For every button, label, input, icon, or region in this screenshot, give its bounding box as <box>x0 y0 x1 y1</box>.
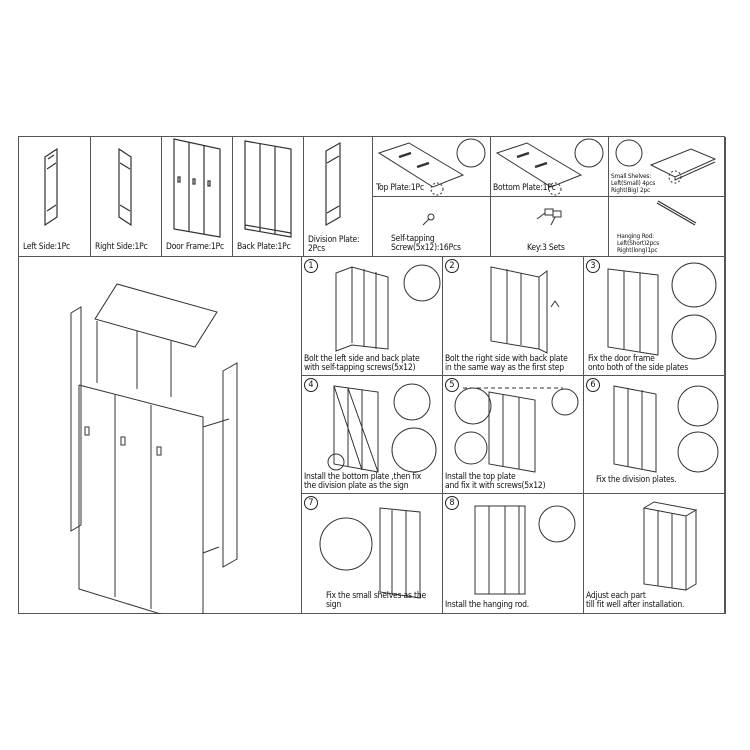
step-final: Adjust each part till fit well after ins… <box>584 494 726 614</box>
step-number: 3 <box>586 259 600 273</box>
back-plate-drawing <box>233 137 304 257</box>
step-text: Install the bottom plate ,then fix the d… <box>304 472 422 491</box>
part-small-shelves: Small Shelves: Left(Small) 4pcs Right(Bi… <box>609 137 726 197</box>
step-5: 5 Install the top plate and fix it with … <box>443 376 584 494</box>
step-7: 7 Fix the small shelves as the sign <box>302 494 443 614</box>
step-3: 3 Fix the door frame onto both of the si… <box>584 257 726 376</box>
step-text: Fix the small shelves as the sign <box>326 591 426 610</box>
right-side-panel-drawing <box>91 137 162 257</box>
part-label: Left Side:1Pc <box>23 242 70 252</box>
door-frame-drawing <box>162 137 233 257</box>
part-back-plate: Back Plate:1Pc <box>233 137 304 257</box>
assembly-instruction-sheet: Left Side:1Pc Right Side:1Pc Door Frame:… <box>18 136 726 614</box>
hanging-rod-drawing <box>609 197 726 257</box>
step-number: 1 <box>304 259 318 273</box>
step-text: Install the hanging rod. <box>445 600 530 610</box>
part-top-plate: Top Plate:1Pc <box>373 137 491 197</box>
part-label: Self-tapping Screw(5x12):16Pcs <box>391 234 461 253</box>
part-label: Door Frame:1Pc <box>166 242 225 252</box>
part-left-side: Left Side:1Pc <box>19 137 91 257</box>
step-6-drawing <box>584 376 726 494</box>
part-key: Key:3 Sets <box>491 197 609 257</box>
part-label: Key:3 Sets <box>527 243 565 253</box>
step-text: Fix the door frame onto both of the side… <box>588 354 689 373</box>
step-4: 4 Install the bottom plate ,then fix the… <box>302 376 443 494</box>
step-number: 7 <box>304 496 318 510</box>
step-6: 6 Fix the division plates. <box>584 376 726 494</box>
step-1-drawing <box>302 257 443 376</box>
step-text: Bolt the right side with back plate in t… <box>445 354 568 373</box>
part-label: Back Plate:1Pc <box>237 242 291 252</box>
exploded-view-panel <box>19 257 302 614</box>
step-4-drawing <box>302 376 443 494</box>
part-door-frame: Door Frame:1Pc <box>162 137 233 257</box>
step-number: 4 <box>304 378 318 392</box>
top-plate-drawing <box>373 137 491 197</box>
part-label: Top Plate:1Pc <box>376 183 424 193</box>
step-8-drawing <box>443 494 584 614</box>
part-hanging-rod: Hanging Rod: Left(Short)2pcs Right(long)… <box>609 197 726 257</box>
part-label: Bottom Plate:1Pc <box>493 183 556 193</box>
locker-exploded-drawing <box>19 257 302 614</box>
key-icon <box>491 197 609 257</box>
part-division-plate: Division Plate: 2Pcs <box>304 137 373 257</box>
part-label: Division Plate: 2Pcs <box>308 235 360 254</box>
step-7-drawing <box>302 494 443 614</box>
part-label: Right Side:1Pc <box>95 242 148 252</box>
left-side-panel-drawing <box>19 137 91 257</box>
step-text: Bolt the left side and back plate with s… <box>304 354 420 373</box>
step-number: 6 <box>586 378 600 392</box>
step-text: Fix the division plates. <box>596 475 677 485</box>
part-label: Hanging Rod: Left(Short)2pcs Right(long)… <box>617 232 659 254</box>
part-screw: Self-tapping Screw(5x12):16Pcs <box>373 197 491 257</box>
assembled-locker-drawing <box>584 494 726 614</box>
division-plate-drawing <box>304 137 373 257</box>
step-3-drawing <box>584 257 726 376</box>
step-2: 2 Bolt the right side with back plate in… <box>443 257 584 376</box>
step-number: 5 <box>445 378 459 392</box>
step-5-drawing <box>443 376 584 494</box>
step-number: 2 <box>445 259 459 273</box>
step-8: 8 Install the hanging rod. <box>443 494 584 614</box>
small-shelf-drawing <box>609 137 726 197</box>
step-2-drawing <box>443 257 584 376</box>
part-right-side: Right Side:1Pc <box>91 137 162 257</box>
part-label: Small Shelves: Left(Small) 4pcs Right(Bi… <box>611 172 656 194</box>
bottom-plate-drawing <box>491 137 609 197</box>
step-1: 1 Bolt the left side and back plate with… <box>302 257 443 376</box>
step-number: 8 <box>445 496 459 510</box>
part-bottom-plate: Bottom Plate:1Pc <box>491 137 609 197</box>
screw-icon <box>373 197 491 257</box>
step-text: Adjust each part till fit well after ins… <box>586 591 685 610</box>
step-text: Install the top plate and fix it with sc… <box>445 472 546 491</box>
